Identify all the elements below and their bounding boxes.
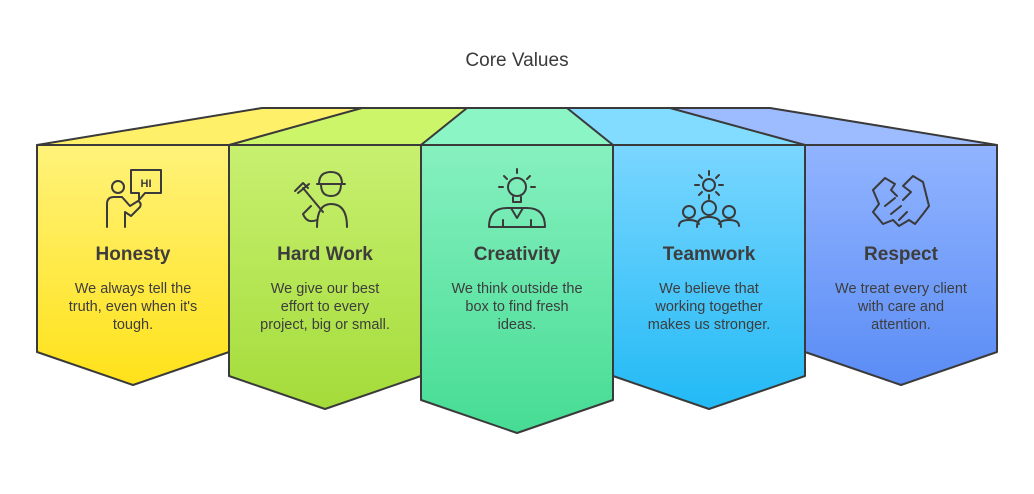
creativity-desc-line: box to find fresh bbox=[465, 299, 568, 315]
honesty-desc-line: We always tell the bbox=[75, 281, 192, 297]
respect-card bbox=[804, 144, 998, 386]
bubble-text: HI bbox=[141, 178, 152, 190]
honesty-title: Honesty bbox=[96, 244, 171, 265]
handshake-icon bbox=[872, 175, 930, 227]
team-gear-icon bbox=[678, 170, 740, 228]
speech-bubble-hi-icon: HI bbox=[106, 169, 162, 228]
teamwork-title: Teamwork bbox=[663, 244, 756, 265]
diagram-title: Core Values bbox=[465, 50, 569, 71]
hard-work-desc-line: We give our best bbox=[271, 281, 380, 297]
teamwork-desc-line: makes us stronger. bbox=[648, 317, 771, 333]
teamwork-desc-line: We believe that bbox=[659, 281, 759, 297]
creativity-desc-line: We think outside the bbox=[451, 281, 582, 297]
respect-desc-line: We treat every client bbox=[835, 281, 967, 297]
teamwork-desc-line: working together bbox=[654, 299, 762, 315]
creativity-card bbox=[420, 144, 614, 434]
hard-work-card bbox=[228, 144, 422, 410]
honesty-card bbox=[36, 144, 230, 386]
teamwork-card bbox=[612, 144, 806, 410]
worker-with-hammer-icon bbox=[294, 171, 348, 228]
honesty-desc-line: tough. bbox=[113, 317, 153, 333]
creativity-desc-line: ideas. bbox=[498, 317, 537, 333]
respect-desc-line: with care and bbox=[857, 299, 944, 315]
honesty-desc-line: truth, even when it's bbox=[69, 299, 198, 315]
respect-title: Respect bbox=[864, 244, 939, 265]
hard-work-desc-line: project, big or small. bbox=[260, 317, 390, 333]
lightbulb-person-icon bbox=[488, 168, 546, 228]
hard-work-title: Hard Work bbox=[277, 244, 373, 265]
hard-work-desc-line: effort to every bbox=[281, 299, 370, 315]
respect-desc-line: attention. bbox=[871, 317, 931, 333]
creativity-title: Creativity bbox=[474, 244, 561, 265]
